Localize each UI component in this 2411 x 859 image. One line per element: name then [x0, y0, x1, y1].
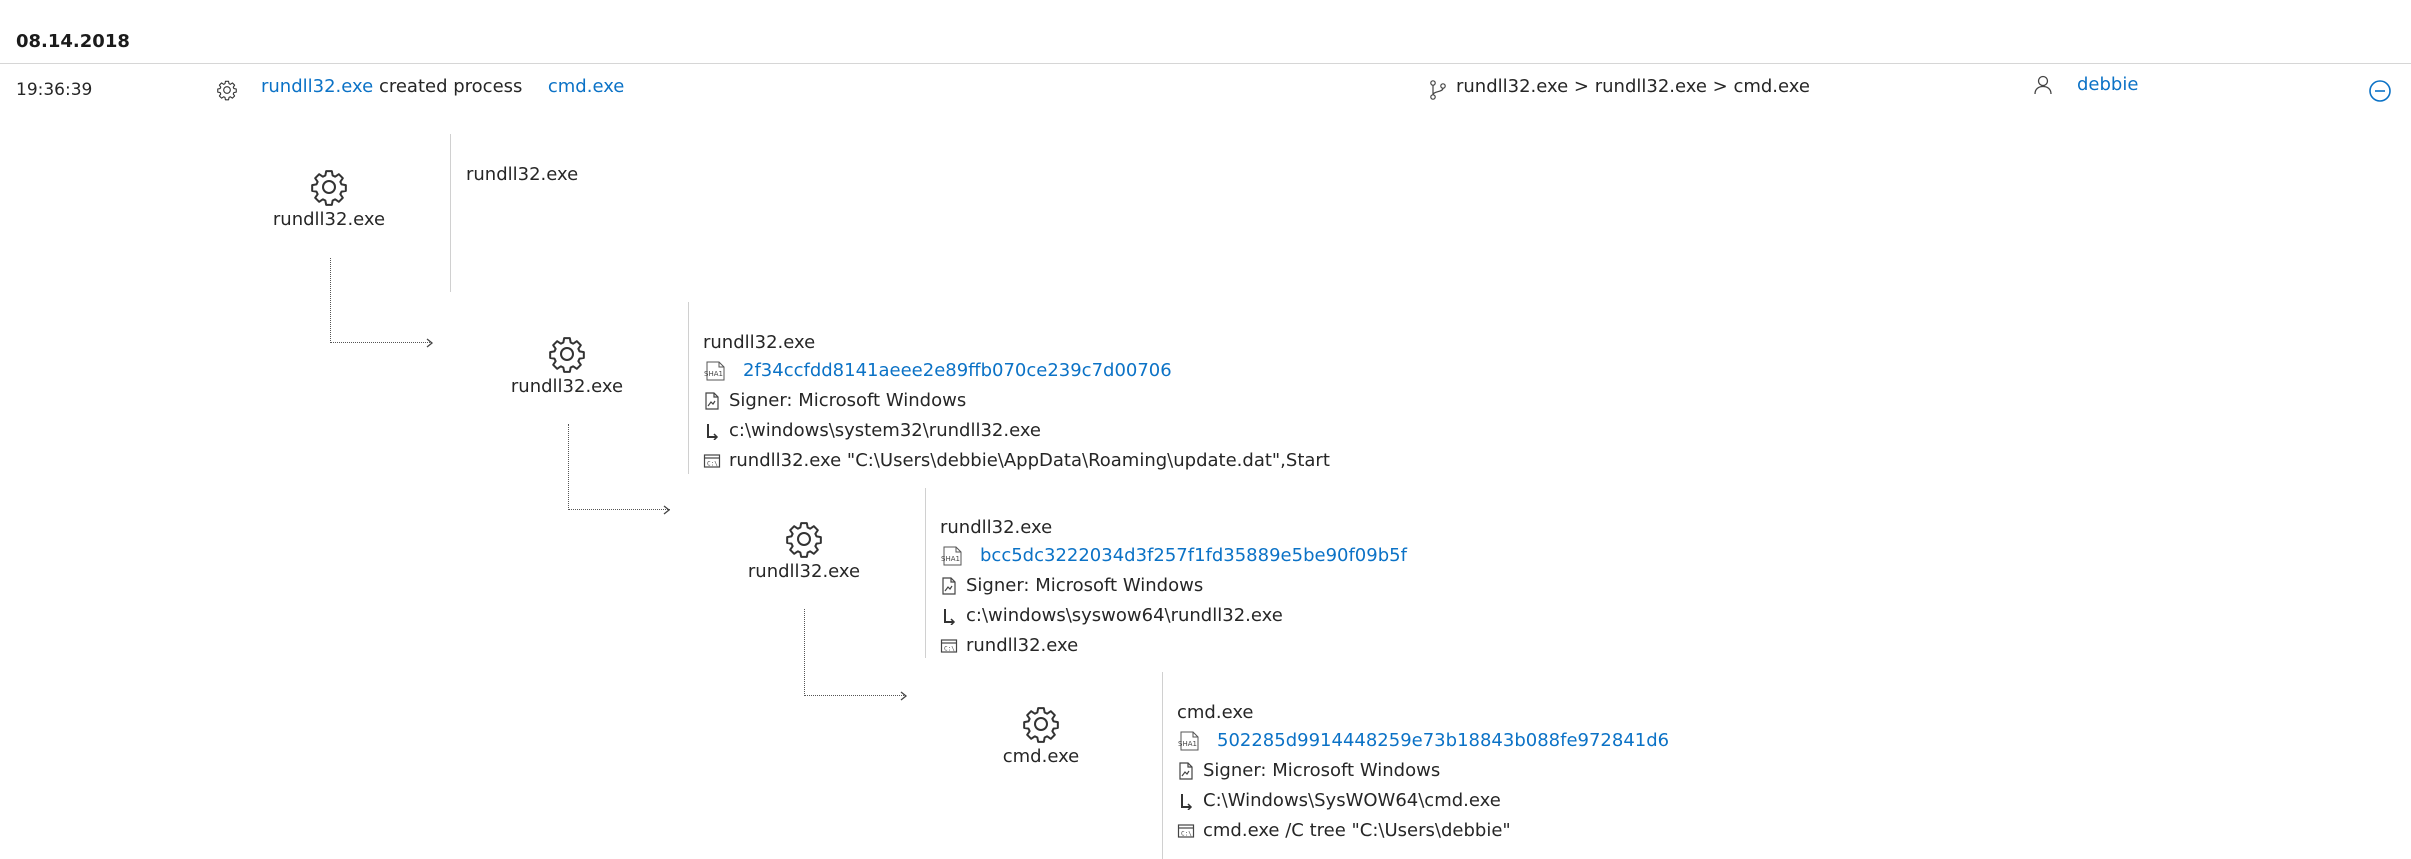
- gear-icon: [216, 79, 238, 101]
- process-name: rundll32.exe: [940, 517, 1053, 538]
- sha1-file-icon: [940, 546, 966, 566]
- details-separator: [1162, 672, 1163, 859]
- process-node[interactable]: cmd.exe: [966, 704, 1116, 767]
- sha1-hash-link[interactable]: bcc5dc3222034d3f257f1fd35889e5be90f09b5f: [980, 545, 1407, 566]
- file-path: C:\Windows\SysWOW64\cmd.exe: [1203, 790, 1501, 811]
- details-separator: [688, 302, 689, 474]
- process-details: rundll32.exe 2f34ccfdd8141aeee2e89ffb070…: [703, 330, 1330, 476]
- gear-icon: [309, 167, 349, 207]
- process-name: rundll32.exe: [466, 164, 579, 185]
- chevron-right-icon: [426, 338, 434, 348]
- process-node-label: rundll32.exe: [747, 561, 861, 582]
- command-line-icon: [1177, 822, 1195, 840]
- event-actor-link[interactable]: rundll32.exe: [261, 76, 374, 97]
- process-node[interactable]: rundll32.exe: [729, 519, 879, 582]
- signer-text: Signer: Microsoft Windows: [729, 390, 967, 411]
- process-name: cmd.exe: [1177, 702, 1254, 723]
- sha1-file-icon: [1177, 731, 1203, 751]
- signed-file-icon: [940, 577, 958, 595]
- process-details: rundll32.exe bcc5dc3222034d3f257f1fd3588…: [940, 515, 1407, 661]
- chevron-right-icon: [900, 691, 908, 701]
- file-path: c:\windows\syswow64\rundll32.exe: [966, 605, 1283, 626]
- tree-connector: [330, 258, 432, 343]
- date-divider: [0, 63, 2411, 64]
- command-line: rundll32.exe: [966, 635, 1079, 656]
- signer-text: Signer: Microsoft Windows: [966, 575, 1204, 596]
- command-line: rundll32.exe "C:\Users\debbie\AppData\Ro…: [729, 450, 1330, 471]
- signed-file-icon: [1177, 762, 1195, 780]
- event-description: rundll32.exe created process cmd.exe: [261, 76, 624, 97]
- chevron-right-icon: [663, 505, 671, 515]
- folder-path-icon: [940, 607, 958, 625]
- branch-icon: [1430, 80, 1446, 100]
- folder-path-icon: [1177, 792, 1195, 810]
- command-line-icon: [940, 637, 958, 655]
- process-name: rundll32.exe: [703, 332, 816, 353]
- gear-icon: [547, 334, 587, 374]
- command-line-icon: [703, 452, 721, 470]
- tree-connector: [804, 609, 906, 696]
- event-time: 19:36:39: [16, 80, 93, 100]
- person-icon: [2034, 75, 2052, 95]
- details-separator: [450, 134, 451, 292]
- details-separator: [925, 488, 926, 658]
- process-node[interactable]: rundll32.exe: [254, 167, 404, 230]
- sha1-file-icon: [703, 361, 729, 381]
- process-chain: rundll32.exe > rundll32.exe > cmd.exe: [1456, 76, 1810, 97]
- signer-text: Signer: Microsoft Windows: [1203, 760, 1441, 781]
- process-details: cmd.exe 502285d9914448259e73b18843b088fe…: [1177, 700, 1669, 846]
- process-node-label: rundll32.exe: [510, 376, 624, 397]
- sha1-hash-link[interactable]: 2f34ccfdd8141aeee2e89ffb070ce239c7d00706: [743, 360, 1172, 381]
- process-node-label: cmd.exe: [1002, 746, 1080, 767]
- gear-icon: [1021, 704, 1061, 744]
- user-link[interactable]: debbie: [2077, 74, 2139, 95]
- event-target-link[interactable]: cmd.exe: [547, 76, 625, 97]
- folder-path-icon: [703, 422, 721, 440]
- process-node[interactable]: rundll32.exe: [492, 334, 642, 397]
- tree-connector: [568, 424, 670, 510]
- file-path: c:\windows\system32\rundll32.exe: [729, 420, 1042, 441]
- command-line: cmd.exe /C tree "C:\Users\debbie": [1203, 820, 1511, 841]
- sha1-hash-link[interactable]: 502285d9914448259e73b18843b088fe972841d6: [1217, 730, 1670, 751]
- collapse-minus-icon[interactable]: [2368, 79, 2392, 103]
- gear-icon: [784, 519, 824, 559]
- event-action: created process: [378, 76, 523, 97]
- signed-file-icon: [703, 392, 721, 410]
- date-header: 08.14.2018: [16, 31, 130, 52]
- process-node-label: rundll32.exe: [272, 209, 386, 230]
